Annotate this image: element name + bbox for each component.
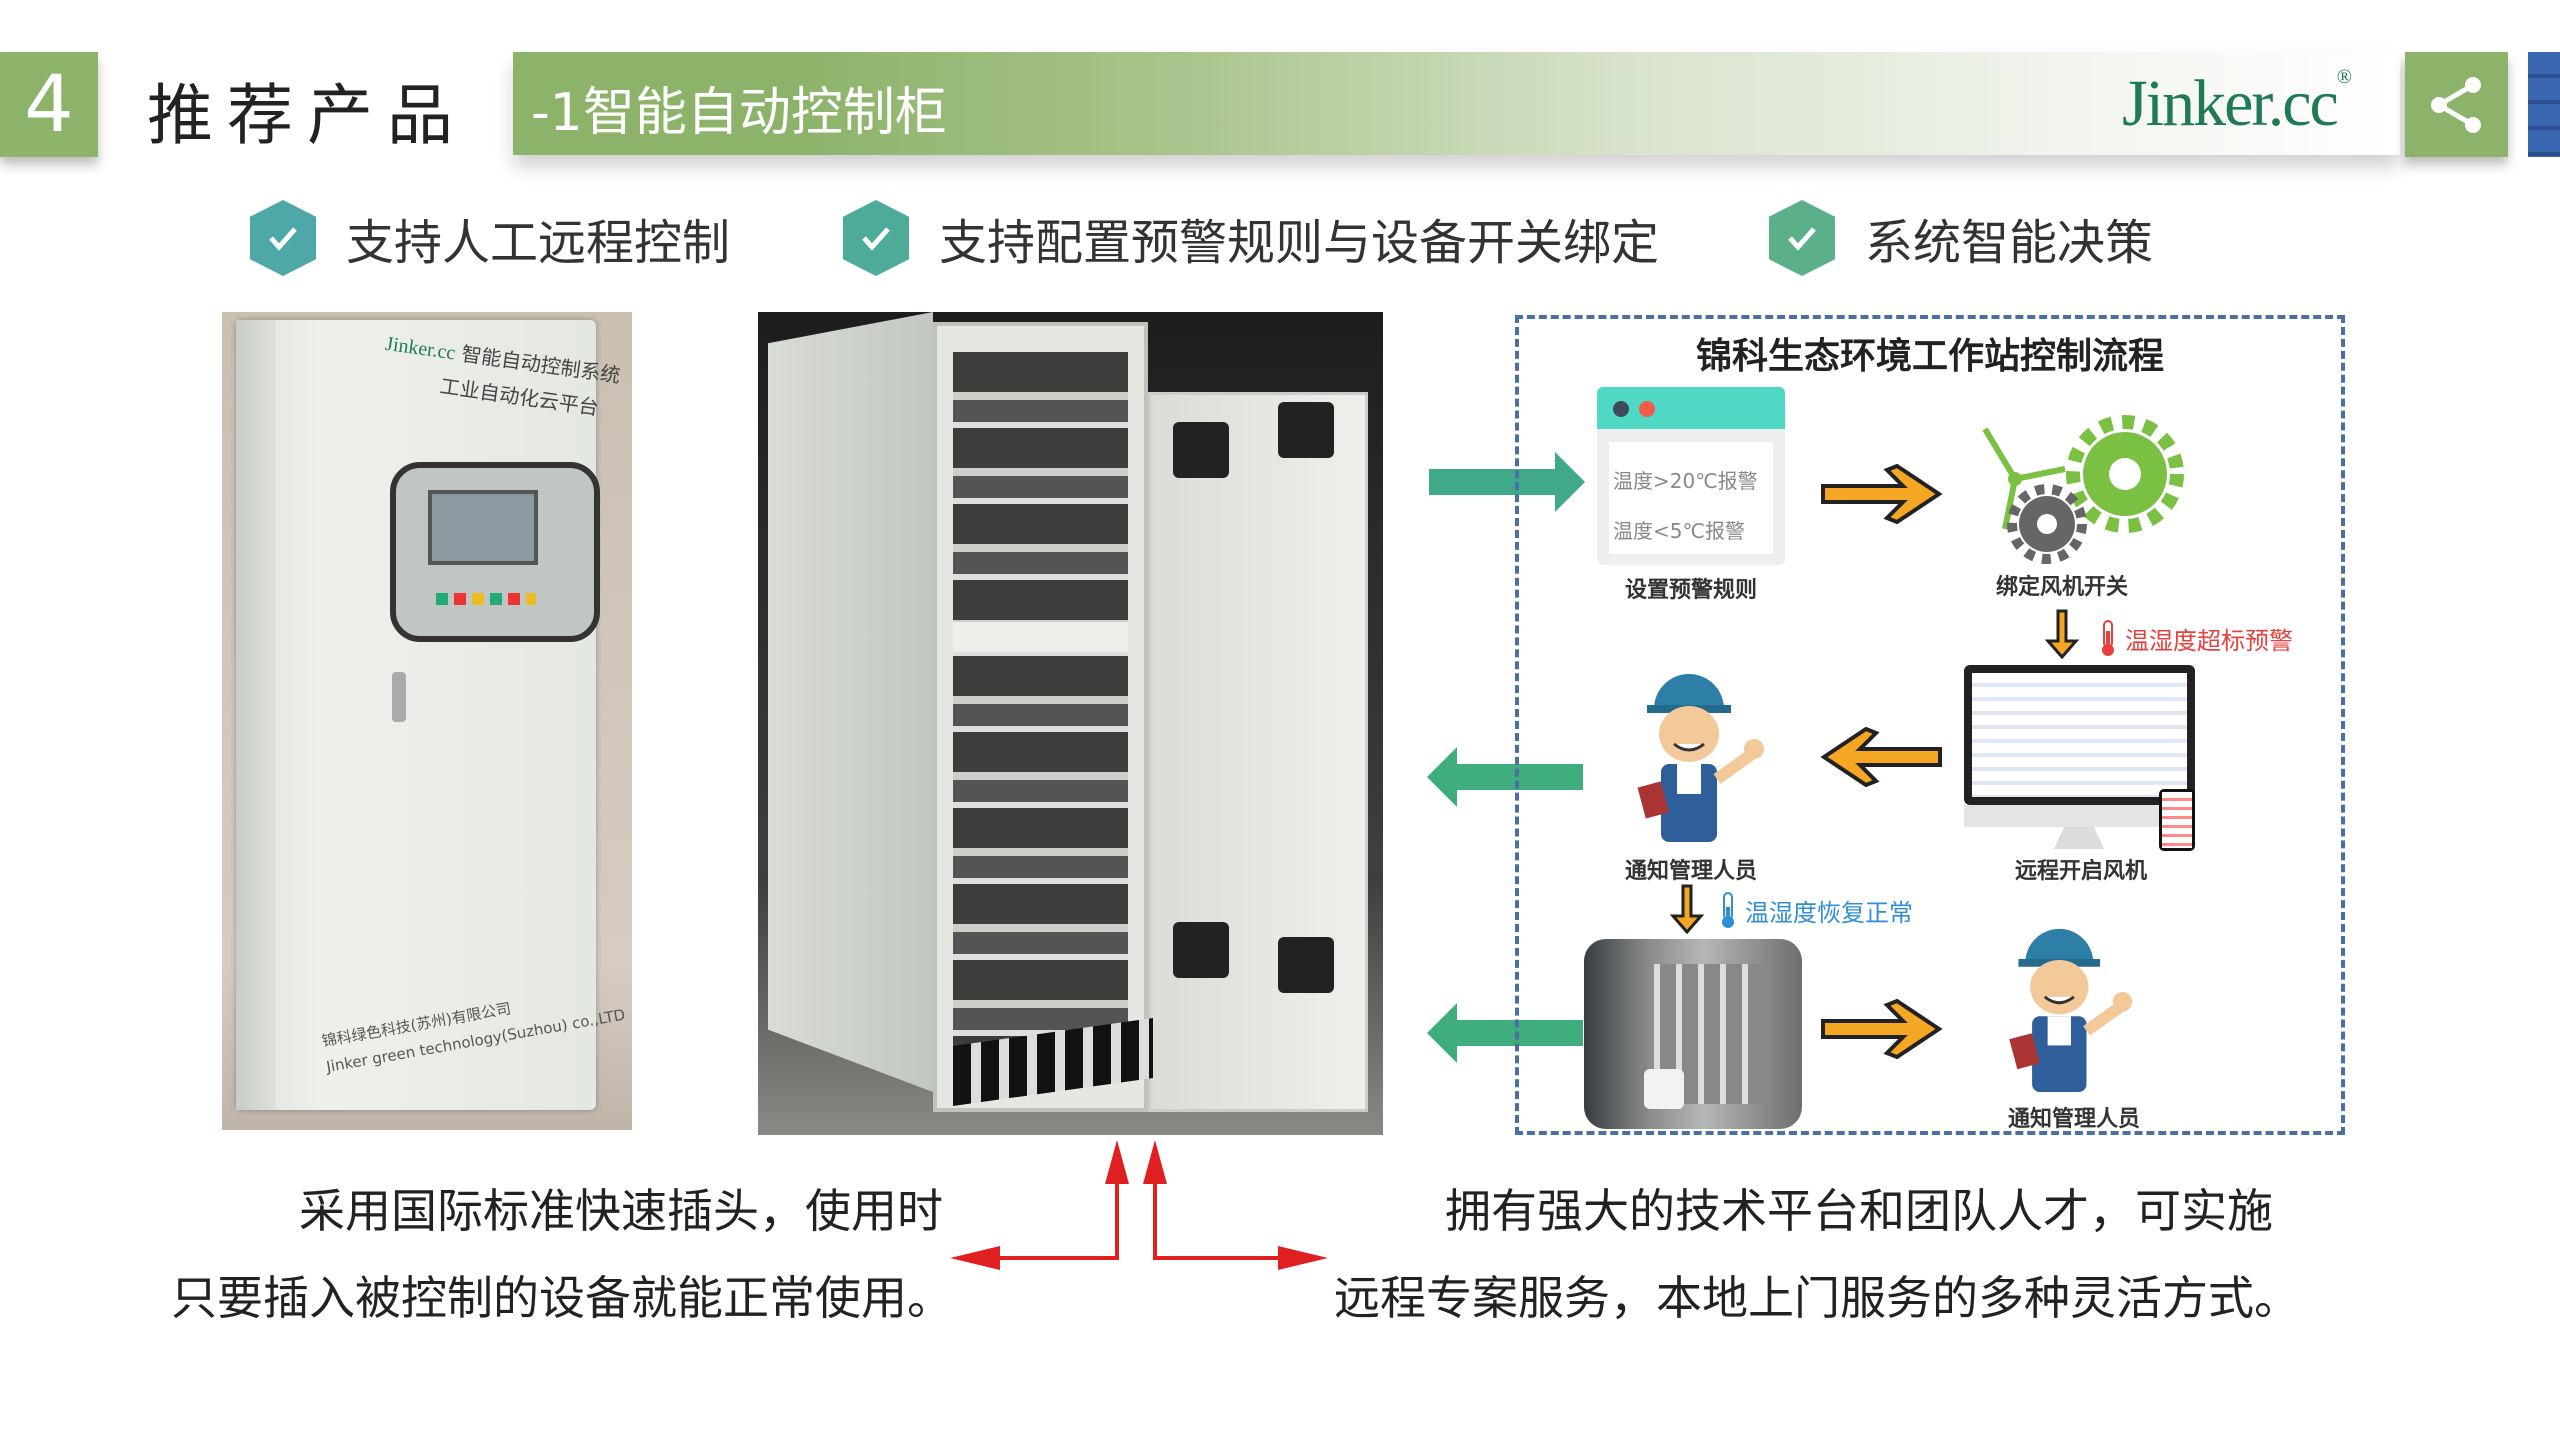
cabinet-brand: Jinker.cc xyxy=(383,332,457,365)
recover-row: 温湿度恢复正常 xyxy=(1719,891,1913,929)
worker-icon xyxy=(2009,928,2133,1093)
flow-in-arrow-head xyxy=(1555,452,1585,512)
feature-item: 系统智能决策 xyxy=(1769,200,2153,276)
share-icon xyxy=(2430,76,2481,133)
rule-2: 温度<5℃报警 xyxy=(1613,519,1745,543)
check-icon xyxy=(250,200,316,276)
red-connector xyxy=(990,1256,1119,1260)
flow-in-arrow xyxy=(1429,469,1559,495)
section-number-badge: 4 xyxy=(0,52,98,157)
step-bind-fan-label: 绑定风机开关 xyxy=(1995,575,2129,600)
rules-card: 温度>20℃报警 温度<5℃报警 xyxy=(1597,387,1785,565)
red-connector xyxy=(1115,1150,1119,1258)
logo-mark: ® xyxy=(2336,66,2352,88)
logo-text: Jinker.cc xyxy=(2122,67,2339,140)
arrow-up-icon xyxy=(1143,1140,1167,1184)
banner-title: -1智能自动控制柜 xyxy=(531,83,947,143)
flow-out-arrow-head xyxy=(1427,1003,1457,1063)
step-notify-label: 通知管理人员 xyxy=(2007,1107,2141,1132)
worker-icon xyxy=(1637,674,1764,842)
alert-text: 温湿度超标预警 xyxy=(2125,626,2293,655)
arrow-right-icon xyxy=(1821,999,1943,1059)
cabinet-window xyxy=(390,462,600,642)
side-tab-strip xyxy=(2528,52,2560,157)
flow-title: 锦科生态环境工作站控制流程 xyxy=(1695,335,2164,377)
cabinet-photo-open xyxy=(758,312,1383,1135)
jinker-logo: Jinker.cc® xyxy=(2122,66,2352,142)
left-caption-line1: 采用国际标准快速插头，使用时 xyxy=(299,1184,943,1238)
check-icon xyxy=(1769,200,1835,276)
left-caption-line2: 只要插入被控制的设备就能正常使用。 xyxy=(171,1271,953,1325)
step-notify-label: 通知管理人员 xyxy=(1624,859,1758,884)
feature-label: 支持人工远程控制 xyxy=(346,215,731,271)
right-caption-line1: 拥有强大的技术平台和团队人才，可实施 xyxy=(1445,1184,2273,1238)
arrow-left-icon xyxy=(950,1246,1000,1270)
red-connector xyxy=(1153,1256,1283,1260)
cabinet-photo-closed: Jinker.cc 智能自动控制系统 工业自动化云平台 锦科绿色科技(苏州)有限… xyxy=(222,312,632,1130)
arrow-down-icon xyxy=(2044,609,2080,659)
arrow-up-icon xyxy=(1105,1140,1129,1184)
feature-item: 支持人工远程控制 xyxy=(250,200,730,276)
thermometer-hot-icon xyxy=(2102,620,2114,656)
flow-out-arrow xyxy=(1455,764,1583,790)
equipment-photo xyxy=(1584,939,1802,1129)
control-flow-diagram: 锦科生态环境工作站控制流程 温度>20℃报警 温度<5℃报警 设置预警规则 绑定… xyxy=(1515,315,2345,1135)
arrow-right-icon xyxy=(1278,1246,1328,1270)
right-caption-line2: 远程专案服务，本地上门服务的多种灵活方式。 xyxy=(1334,1271,2300,1325)
arrow-right-icon xyxy=(1821,464,1943,524)
share-button[interactable] xyxy=(2405,52,2508,157)
section-title: 推荐产品 xyxy=(147,77,467,154)
flow-out-arrow-head xyxy=(1427,747,1457,807)
section-number: 4 xyxy=(24,59,74,150)
red-connector xyxy=(1153,1150,1157,1258)
feature-item: 支持配置预警规则与设备开关绑定 xyxy=(843,200,1659,276)
step-set-rules-label: 设置预警规则 xyxy=(1624,578,1758,603)
check-icon xyxy=(843,200,909,276)
feature-label: 支持配置预警规则与设备开关绑定 xyxy=(939,215,1660,271)
alert-row: 温湿度超标预警 xyxy=(2099,619,2293,657)
recover-text: 温湿度恢复正常 xyxy=(1745,898,1913,927)
step-remote-fan-label: 远程开启风机 xyxy=(2014,859,2148,884)
monitor-icon xyxy=(1964,665,2195,805)
fan-gears-icon xyxy=(1982,415,2184,564)
arrow-left-icon xyxy=(1820,727,1942,787)
rule-1: 温度>20℃报警 xyxy=(1613,469,1758,493)
flow-out-arrow xyxy=(1455,1020,1583,1046)
feature-label: 系统智能决策 xyxy=(1865,215,2154,271)
thermometer-normal-icon xyxy=(1722,892,1734,928)
arrow-down-icon xyxy=(1669,884,1705,934)
title-banner: -1智能自动控制柜 Jinker.cc® xyxy=(513,52,2400,155)
